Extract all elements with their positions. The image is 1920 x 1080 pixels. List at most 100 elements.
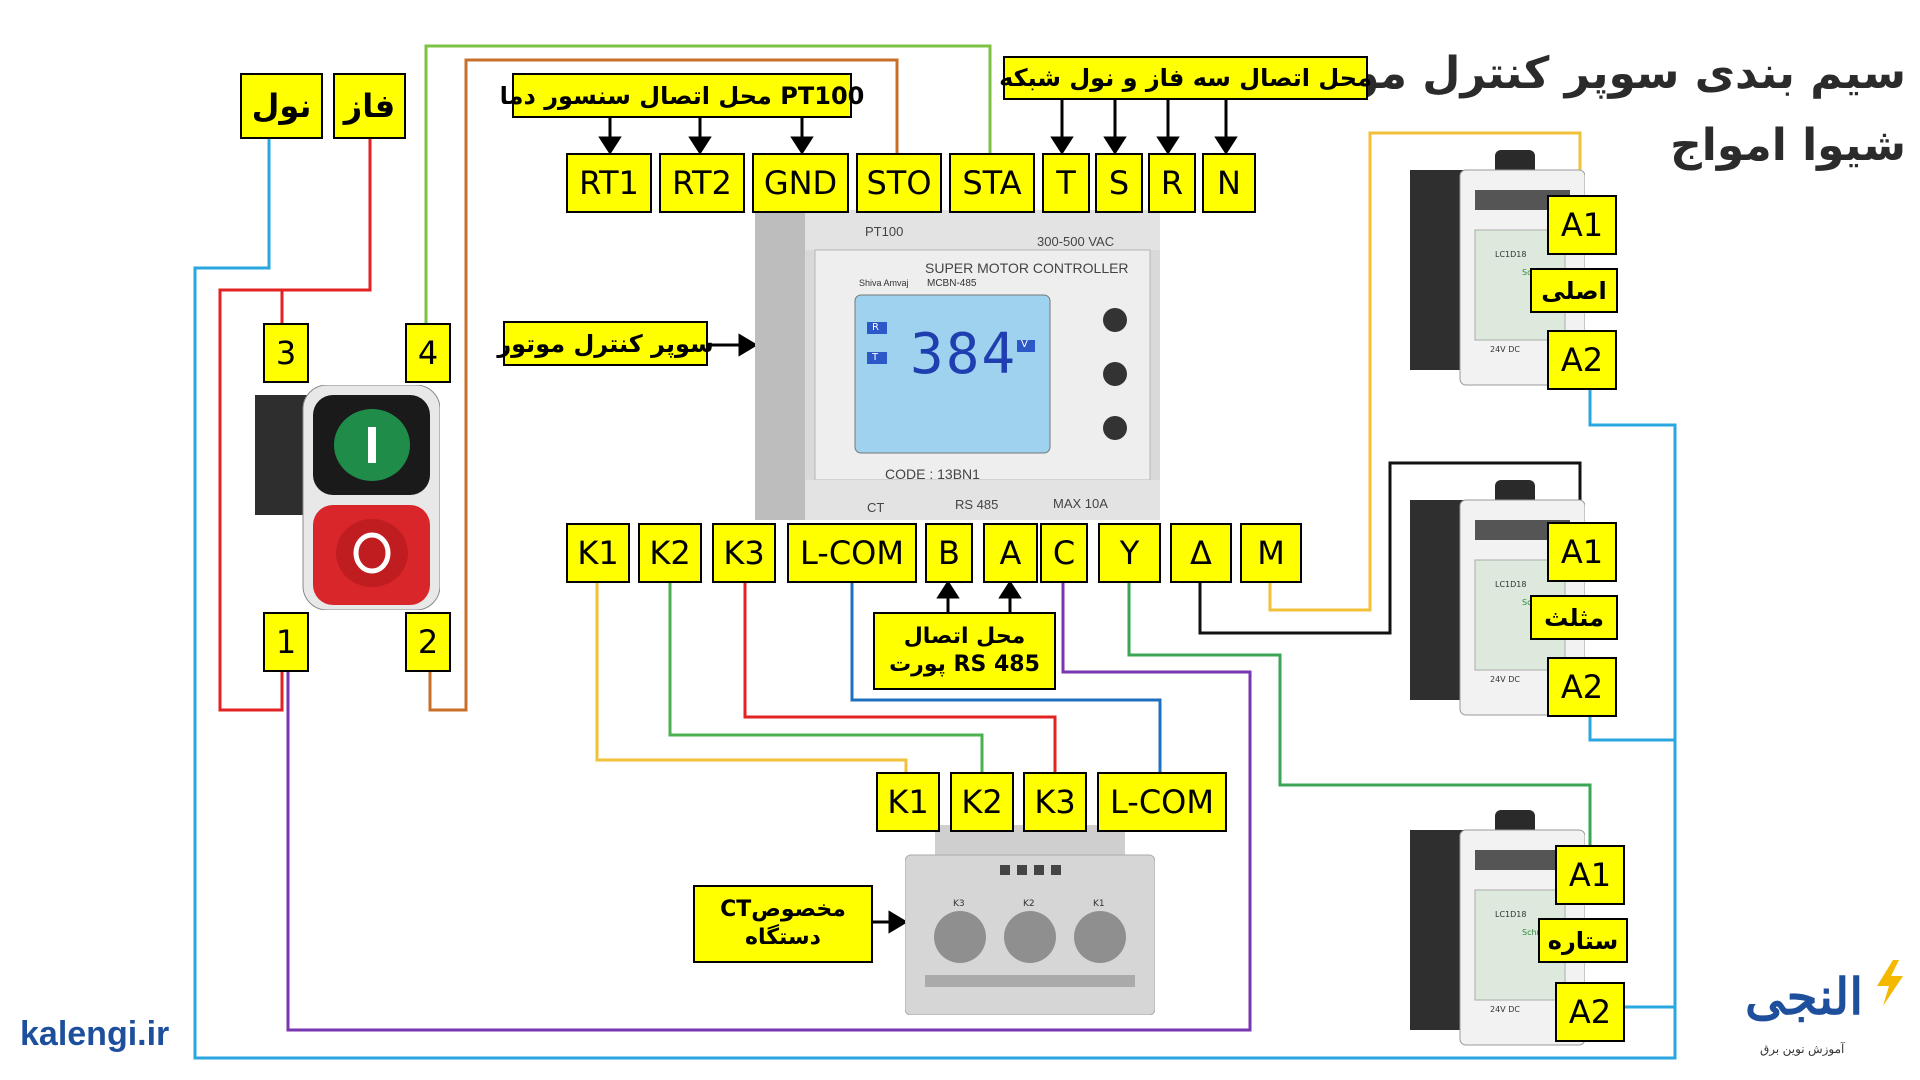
- alnji-logo: النجی: [1745, 969, 1864, 1025]
- ct-label-k1: K1: [1093, 899, 1105, 909]
- terminal-y: Y: [1098, 523, 1161, 583]
- contactor-main-name: اصلی: [1530, 268, 1618, 313]
- indicator-r: R: [872, 322, 879, 333]
- contactor-star-coil: 24V DC: [1490, 1005, 1520, 1014]
- wire-a2-bus-1: [1588, 390, 1677, 1007]
- wire-delta-to-delta-a1: [1198, 461, 1582, 635]
- button-terminal-4: 4: [405, 323, 451, 383]
- device-label-pt100: PT100: [865, 224, 904, 239]
- terminal-n: N: [1202, 153, 1256, 213]
- terminal-t: T: [1042, 153, 1090, 213]
- page-subtitle: شیوا امواج: [1670, 120, 1906, 171]
- contactor-main-coil: 24V DC: [1490, 345, 1520, 354]
- label-ct: CTمخصوص دستگاه: [693, 885, 873, 963]
- motor-controller-device: PT100 300-500 VAC SUPER MOTOR CONTROLLER…: [755, 210, 1160, 520]
- ct-terminal-lcom: L-COM: [1097, 772, 1227, 832]
- arrow-rt2: [688, 136, 712, 155]
- arrow-ct: [888, 910, 908, 934]
- label-supply: محل اتصال سه فاز و نول شبکه: [999, 56, 1372, 100]
- button-terminal-3: 3: [263, 323, 309, 383]
- arrow-n: [1214, 136, 1238, 155]
- controller-body: [755, 210, 1160, 520]
- wire-button2-to-sto: [428, 58, 899, 712]
- contactor-star-a1: A1: [1555, 845, 1625, 905]
- arrow-s: [1103, 136, 1127, 155]
- arrow-a: [998, 580, 1022, 599]
- terminal-gnd: GND: [752, 153, 849, 213]
- terminal-c: C: [1040, 523, 1088, 583]
- arrow-gnd: [790, 136, 814, 155]
- terminal-k1: K1: [566, 523, 630, 583]
- wire-ct-k1: [595, 583, 908, 772]
- label-rs485-line2: پورت RS 485: [889, 652, 1040, 677]
- arrow-b: [936, 580, 960, 599]
- terminal-m: M: [1240, 523, 1302, 583]
- wire-ct-lcom: [850, 583, 1162, 772]
- contactor-star-body: [1410, 810, 1586, 1046]
- ct-terminal-k2: K2: [950, 772, 1014, 832]
- terminal-lcom: L-COM: [787, 523, 917, 583]
- label-pt100: محل اتصال سنسور دما PT100: [500, 73, 864, 118]
- terminal-a: A: [983, 523, 1038, 583]
- wire-ct-k2: [668, 583, 984, 772]
- site-watermark: kalengi.ir: [20, 1015, 170, 1053]
- device-brand: Shiva Amvaj: [859, 278, 909, 288]
- indicator-t: T: [872, 352, 879, 363]
- contactor-main-model: LC1D18: [1495, 250, 1527, 259]
- wire-phase: [280, 139, 372, 323]
- wire-button4-to-sta: [424, 44, 992, 323]
- contactor-star-a2: A2: [1555, 982, 1625, 1042]
- lightning-icon: [1877, 960, 1903, 1006]
- terminal-sta: STA: [949, 153, 1035, 213]
- label-rs485: محل اتصال پورت RS 485: [873, 612, 1056, 690]
- label-rs485-line1: محل اتصال: [903, 624, 1026, 649]
- device-label-max: MAX 10A: [1053, 496, 1108, 511]
- contactor-delta-a2: A2: [1547, 657, 1617, 717]
- ct-terminal-k1: K1: [876, 772, 940, 832]
- ct-label-k2: K2: [1023, 899, 1035, 909]
- wire-ct-k3: [743, 583, 1057, 772]
- page-title: سیم بندی سوپر کنترل موتور: [1282, 48, 1906, 99]
- wire-a2-bus-2: [1588, 717, 1675, 742]
- label-ct-line2: دستگاه: [745, 925, 821, 950]
- wire-m-to-main-a1: [1268, 131, 1582, 612]
- contactor-delta-a1: A1: [1547, 522, 1617, 582]
- terminal-k3: K3: [712, 523, 776, 583]
- device-label-voltage: 300-500 VAC: [1037, 234, 1115, 249]
- terminal-sto: STO: [856, 153, 942, 213]
- arrow-r: [1156, 136, 1180, 155]
- terminal-k2: K2: [638, 523, 702, 583]
- terminal-delta: Δ: [1170, 523, 1232, 583]
- terminal-s: S: [1095, 153, 1143, 213]
- push-button-station: [255, 384, 441, 611]
- device-label-ct: CT: [867, 500, 885, 515]
- label-neutral: نول: [240, 73, 323, 139]
- alnji-tagline: آموزش نوین برق: [1760, 1042, 1845, 1056]
- device-model: MCBN-485: [927, 278, 977, 289]
- ct-label-k3: K3: [953, 899, 965, 909]
- button-terminal-1: 1: [263, 612, 309, 672]
- wire-3-to-1: [218, 288, 284, 712]
- arrow-rt1: [598, 136, 622, 155]
- device-label-rs485: RS 485: [955, 497, 999, 512]
- ct-unit-body: [904, 825, 1156, 1016]
- device-code: CODE : 13BN1: [885, 466, 980, 482]
- contactor-main-a2: A2: [1547, 330, 1617, 390]
- arrow-t: [1050, 136, 1074, 155]
- wire-y-to-star-a1: [1127, 583, 1592, 845]
- ct-unit: K3 K2 K1: [904, 825, 1156, 1016]
- contactor-delta-model: LC1D18: [1495, 580, 1527, 589]
- label-controller: سوپر کنترل موتور: [497, 321, 714, 366]
- contactor-delta-name: مثلث: [1530, 595, 1618, 640]
- terminal-rt2: RT2: [659, 153, 745, 213]
- ct-terminal-k3: K3: [1023, 772, 1087, 832]
- device-header: SUPER MOTOR CONTROLLER: [925, 260, 1129, 276]
- contactor-main-a1: A1: [1547, 195, 1617, 255]
- label-ct-line1: CTمخصوص: [720, 897, 846, 922]
- button-terminal-2: 2: [405, 612, 451, 672]
- contactor-delta-coil: 24V DC: [1490, 675, 1520, 684]
- label-phase: فاز: [333, 73, 406, 139]
- wire-button1-to-c: [286, 583, 1252, 1032]
- lcd-display-unit: V: [1021, 339, 1028, 350]
